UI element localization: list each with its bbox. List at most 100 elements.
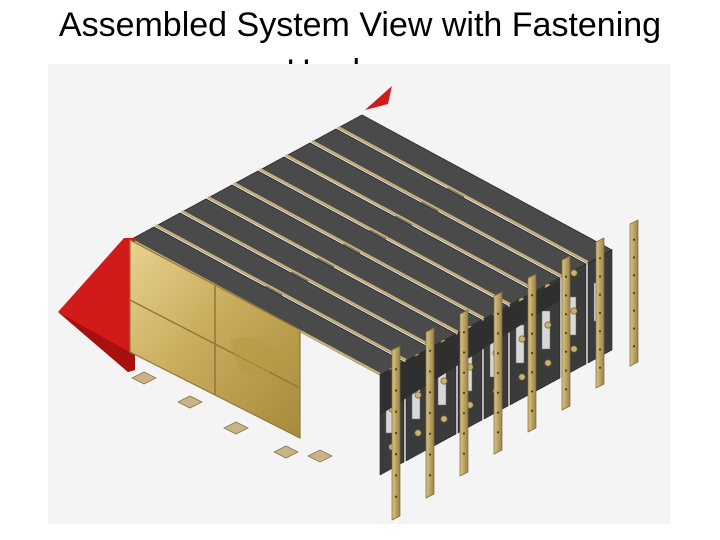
- foot-pad: [273, 445, 299, 459]
- rail-hole: [462, 432, 466, 435]
- rail-hole: [394, 389, 398, 392]
- fastener-bolt: [518, 373, 526, 381]
- tray-frame-edge: [311, 140, 563, 277]
- base-feet: [131, 371, 333, 463]
- rail-hole: [496, 312, 500, 315]
- rail-hole: [564, 275, 568, 278]
- fastening-rail: [527, 273, 537, 433]
- rail-hole: [564, 313, 568, 316]
- rail-hole: [564, 369, 568, 372]
- rail-hole: [598, 348, 602, 351]
- rail-hole: [530, 371, 534, 374]
- fastener-bolt: [440, 415, 448, 423]
- rail-hole: [394, 453, 398, 456]
- rail-hole: [564, 388, 568, 391]
- rail-hole: [394, 474, 398, 477]
- fastening-rail: [459, 309, 469, 477]
- tray-frame-edge: [233, 182, 485, 319]
- rail-hole: [496, 371, 500, 375]
- rail-hole: [598, 366, 602, 369]
- fastening-rail: [629, 219, 639, 367]
- rail-hole: [428, 474, 432, 477]
- tray-frame-edge: [337, 126, 589, 263]
- fastener-bolt: [570, 345, 578, 353]
- rail-hole: [428, 432, 432, 435]
- rail-hole: [428, 349, 432, 352]
- side-connector: [541, 310, 551, 350]
- foot-pad: [177, 395, 203, 409]
- rail-hole: [394, 410, 398, 413]
- fastening-rail: [391, 345, 401, 521]
- tray-frame-edge: [207, 196, 459, 333]
- foot-pad: [223, 421, 249, 435]
- tray-frame-edge: [259, 168, 511, 305]
- rail-hole: [632, 327, 636, 330]
- tray-frame-edge: [155, 224, 407, 361]
- rail-hole: [462, 351, 466, 354]
- rail-hole: [394, 431, 398, 435]
- rail-hole: [632, 291, 636, 295]
- rail-hole: [462, 412, 466, 415]
- rail-hole: [632, 256, 636, 259]
- rail-hole: [496, 391, 500, 394]
- end-wedge-top: [365, 86, 392, 110]
- stack-underside: [380, 280, 560, 415]
- fastening-rails: [391, 219, 639, 521]
- rail-hole: [496, 411, 500, 414]
- rail-hole: [598, 275, 602, 278]
- rail-hole: [530, 351, 534, 355]
- rail-hole: [530, 294, 534, 297]
- tray-frame-edge: [181, 210, 433, 347]
- rail-hole: [530, 409, 534, 412]
- rail-hole: [462, 371, 466, 374]
- rail-hole: [428, 391, 432, 394]
- rail-hole: [632, 309, 636, 312]
- rail-hole: [394, 368, 398, 371]
- rail-hole: [632, 238, 636, 241]
- tray-frame-edge: [285, 154, 537, 291]
- fastener-bolt: [414, 429, 422, 437]
- rail-hole: [530, 390, 534, 393]
- foot-pad: [131, 371, 157, 385]
- fastening-rail: [561, 255, 571, 411]
- rail-hole: [428, 370, 432, 373]
- fastener-bolt: [440, 377, 448, 385]
- rail-hole: [632, 345, 636, 348]
- end-wedge-front: [58, 238, 135, 372]
- rail-hole: [496, 431, 500, 434]
- assembly-figure: [48, 64, 670, 524]
- rail-hole: [598, 257, 602, 260]
- fastener-bolt: [518, 335, 526, 343]
- fastening-rail: [425, 327, 435, 499]
- rail-hole: [530, 332, 534, 335]
- side-connector: [515, 324, 525, 364]
- end-wedge-shadow: [58, 312, 135, 372]
- rail-hole: [428, 453, 432, 456]
- rail-hole: [564, 350, 568, 353]
- rail-hole: [598, 293, 602, 296]
- fastener-bolt: [570, 269, 578, 277]
- fastening-rail: [595, 237, 605, 389]
- fastener-bolt: [414, 391, 422, 399]
- fastener-bolt: [544, 321, 552, 329]
- rail-hole: [530, 313, 534, 316]
- rail-hole: [428, 411, 432, 415]
- fastener-bolt: [570, 307, 578, 315]
- rail-hole: [564, 331, 568, 335]
- rail-hole: [496, 332, 500, 335]
- tray-stack: [129, 114, 613, 376]
- rail-hole: [632, 274, 636, 277]
- rail-hole: [496, 352, 500, 355]
- fastener-bolt: [544, 359, 552, 367]
- foot-pad: [307, 449, 333, 463]
- rail-hole: [598, 311, 602, 315]
- assembly-drawing: [58, 86, 639, 521]
- rail-hole: [462, 452, 466, 455]
- rail-hole: [462, 391, 466, 395]
- rail-hole: [564, 294, 568, 297]
- rail-hole: [462, 331, 466, 334]
- rail-hole: [598, 330, 602, 333]
- fastening-rail: [493, 291, 503, 455]
- front-cover: [129, 239, 301, 439]
- rail-hole: [394, 495, 398, 498]
